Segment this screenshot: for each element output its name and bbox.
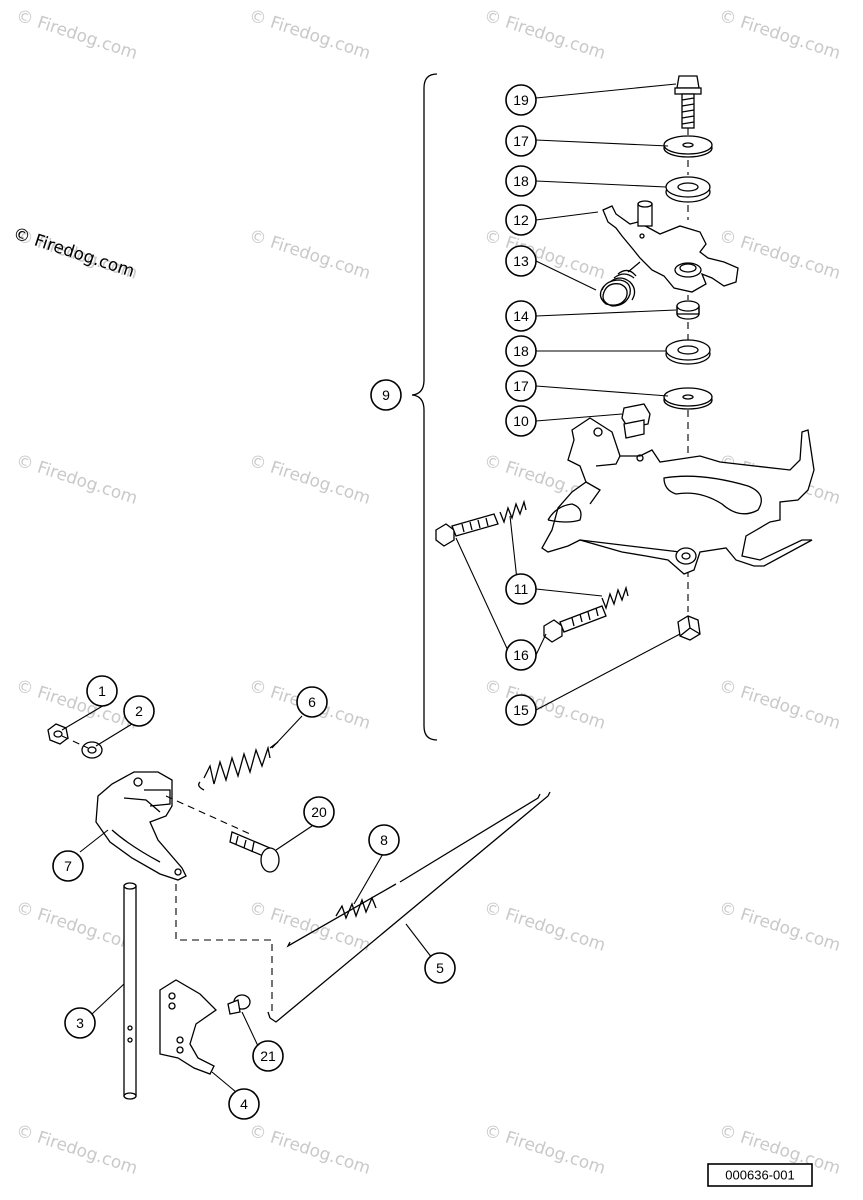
svg-text:18: 18	[513, 343, 529, 359]
watermark-text: © Firedog.com	[481, 898, 607, 956]
screw-part-lower	[543, 605, 607, 643]
flat-washer-part-lower	[663, 387, 713, 410]
alignment-line	[61, 735, 273, 1012]
svg-text:8: 8	[380, 832, 388, 848]
throttle-lever-part	[95, 771, 187, 881]
throttle-rod-part	[286, 793, 541, 948]
watermark-text: © Firedog.com	[13, 676, 139, 734]
callout-17-lower: 17	[505, 370, 537, 402]
copyright-label: © Firedog.com	[10, 224, 136, 282]
svg-text:21: 21	[260, 1048, 276, 1064]
callout-17: 17	[505, 125, 537, 157]
svg-text:5: 5	[436, 960, 444, 976]
svg-text:20: 20	[311, 804, 327, 820]
watermark-text: © Firedog.com	[481, 6, 607, 64]
watermark-text: © Firedog.com	[716, 676, 842, 734]
assembly-bracket	[411, 73, 438, 741]
svg-text:19: 19	[513, 92, 529, 108]
svg-text:12: 12	[513, 212, 529, 228]
watermark-text: © Firedog.com	[246, 6, 372, 64]
callout-8: 8	[368, 824, 400, 856]
compression-spring-part-upper	[499, 499, 527, 525]
watermark-text: © Firedog.com	[13, 898, 139, 956]
svg-text:14: 14	[513, 308, 529, 324]
svg-text:6: 6	[308, 694, 316, 710]
watermark-text: © Firedog.com	[481, 676, 607, 734]
svg-text:17: 17	[513, 133, 529, 149]
watermark-text: © Firedog.com	[716, 898, 842, 956]
watermark-text: © Firedog.com	[481, 1121, 607, 1179]
watermark-text: © Firedog.com	[481, 226, 607, 284]
document-number: 000636-001	[725, 1168, 794, 1183]
callout-19: 19	[505, 84, 537, 116]
callout-21: 21	[252, 1040, 284, 1072]
shoulder-bolt-part	[621, 403, 651, 439]
shaft-part	[123, 882, 137, 1100]
mount-screw-part	[227, 994, 251, 1015]
callout-11: 11	[505, 573, 537, 605]
compression-spring-part-lower	[601, 585, 629, 611]
flat-washer-part	[663, 135, 713, 158]
callout-1: 1	[86, 675, 118, 707]
callout-18: 18	[505, 165, 537, 197]
callout-18-lower: 18	[505, 335, 537, 367]
watermark-text: © Firedog.com	[246, 1121, 372, 1179]
pivot-bolt-part	[229, 831, 280, 873]
watermark-text: © Firedog.com	[13, 451, 139, 509]
callout-16: 16	[505, 639, 537, 671]
watermark-layer: © Firedog.com © Firedog.com © Firedog.com ©…	[13, 6, 842, 1179]
svg-text:2: 2	[135, 703, 143, 719]
thick-washer-part	[665, 176, 711, 203]
callout-15: 15	[505, 694, 537, 726]
svg-text:13: 13	[513, 253, 529, 269]
callout-10: 10	[505, 405, 537, 437]
nut-part	[47, 723, 69, 745]
svg-text:17: 17	[513, 378, 529, 394]
svg-text:18: 18	[513, 173, 529, 189]
svg-text:9: 9	[382, 387, 390, 403]
svg-text:1: 1	[98, 683, 106, 699]
svg-text:3: 3	[76, 1015, 84, 1031]
leader-lines	[61, 83, 681, 1093]
callout-14: 14	[505, 300, 537, 332]
torsion-spring-part	[599, 261, 641, 307]
watermark-text: © Firedog.com	[246, 898, 372, 956]
svg-text:16: 16	[513, 647, 529, 663]
document-number-box: 000636-001	[707, 1163, 813, 1187]
mounting-bracket-part	[541, 417, 815, 575]
callout-12: 12	[505, 204, 537, 236]
svg-text:11: 11	[514, 581, 529, 597]
extension-spring-part	[198, 741, 279, 791]
svg-text:4: 4	[240, 1096, 248, 1112]
mount-bracket-part	[159, 979, 218, 1075]
callout-7: 7	[52, 850, 84, 882]
svg-text:15: 15	[513, 702, 529, 718]
choke-rod-part	[267, 791, 551, 1023]
screw-part-upper	[435, 513, 499, 547]
watermark-text: © Firedog.com	[13, 1121, 139, 1179]
callout-4: 4	[228, 1088, 260, 1120]
bolt-part	[674, 75, 702, 129]
callout-5: 5	[424, 952, 456, 984]
callout-13: 13	[505, 245, 537, 277]
callout-3: 3	[64, 1007, 96, 1039]
svg-text:7: 7	[64, 858, 72, 874]
watermark-text: © Firedog.com	[246, 451, 372, 509]
watermark-text: © Firedog.com	[246, 226, 372, 284]
callout-20: 20	[303, 796, 335, 828]
callout-6: 6	[296, 686, 328, 718]
watermark-text: © Firedog.com	[716, 6, 842, 64]
svg-text:10: 10	[513, 413, 529, 429]
spacer-part	[676, 300, 700, 320]
hex-nut-part	[677, 615, 701, 641]
callout-9: 9	[370, 379, 402, 411]
control-lever-part	[602, 200, 739, 293]
thick-washer-part-lower	[665, 339, 711, 365]
callout-2: 2	[123, 695, 155, 727]
watermark-text: © Firedog.com	[13, 6, 139, 64]
